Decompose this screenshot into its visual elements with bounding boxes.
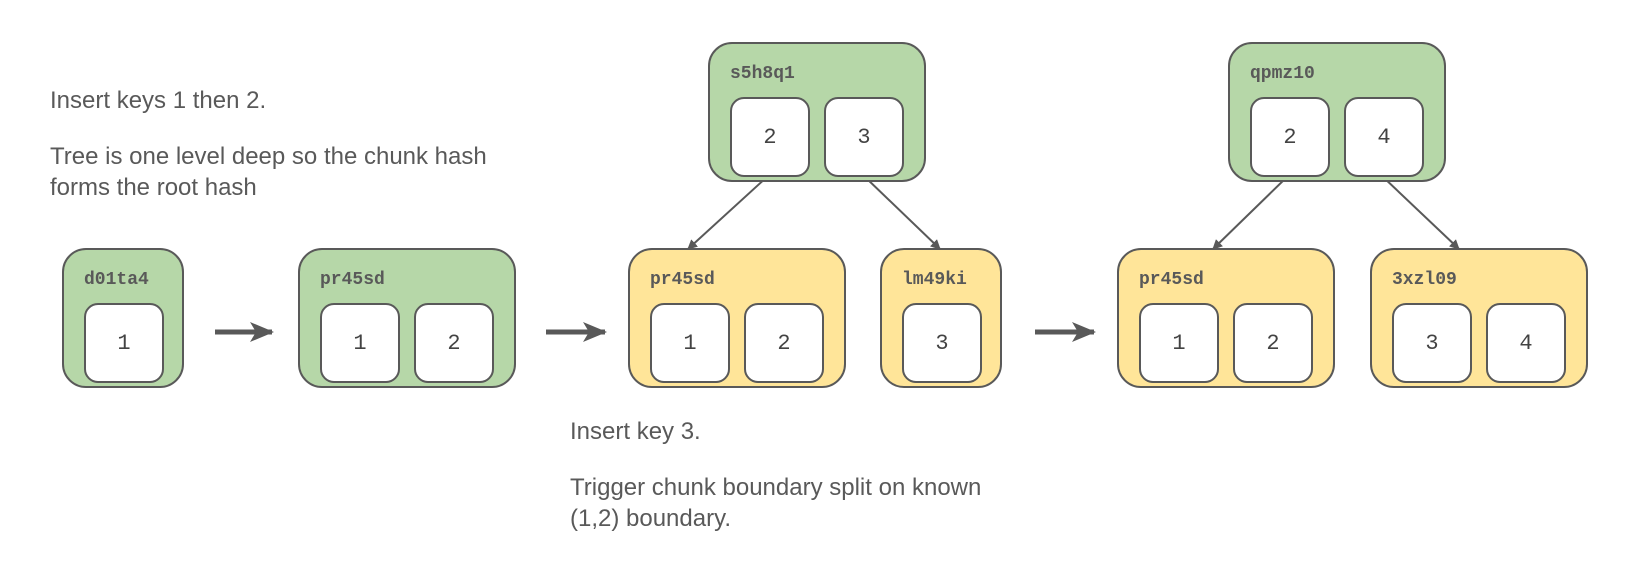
- key-cell: 1: [84, 303, 164, 383]
- key-cell: 4: [1344, 97, 1424, 177]
- key-cell: 3: [1392, 303, 1472, 383]
- split-note-line: Insert key 3.: [570, 418, 701, 445]
- intro-note-line: Tree is one level deep so the chunk hash: [50, 143, 487, 170]
- tree-edge: [1381, 175, 1460, 250]
- chunk-hash: pr45sd: [320, 270, 385, 290]
- key-cell: 1: [320, 303, 400, 383]
- root-node: s5h8q1 2 3: [708, 42, 926, 182]
- intro-note: Insert keys 1 then 2. Tree is one level …: [50, 85, 487, 203]
- root-hash: qpmz10: [1250, 64, 1315, 84]
- key-cell: 2: [414, 303, 494, 383]
- tree-edge: [863, 175, 941, 250]
- key-cell: 2: [744, 303, 824, 383]
- key-cell: 3: [902, 303, 982, 383]
- root-hash: s5h8q1: [730, 64, 795, 84]
- tree-edge: [1212, 175, 1289, 250]
- key-cell: 3: [824, 97, 904, 177]
- split-note-line: (1,2) boundary.: [570, 505, 731, 532]
- key-cell: 1: [650, 303, 730, 383]
- leaf-node: 3xzl09 3 4: [1370, 248, 1588, 388]
- leaf-hash: pr45sd: [1139, 270, 1204, 290]
- split-note-line: Trigger chunk boundary split on known: [570, 474, 982, 501]
- leaf-hash: pr45sd: [650, 270, 715, 290]
- leaf-node: lm49ki 3: [880, 248, 1002, 388]
- key-cell: 2: [730, 97, 810, 177]
- chunk-node: d01ta4 1: [62, 248, 184, 388]
- key-cell: 1: [1139, 303, 1219, 383]
- leaf-hash: lm49ki: [902, 270, 967, 290]
- key-cell: 2: [1233, 303, 1313, 383]
- chunk-hash: d01ta4: [84, 270, 149, 290]
- key-cell: 4: [1486, 303, 1566, 383]
- root-node: qpmz10 2 4: [1228, 42, 1446, 182]
- key-cell: 2: [1250, 97, 1330, 177]
- leaf-node: pr45sd 1 2: [628, 248, 846, 388]
- chunk-node: pr45sd 1 2: [298, 248, 516, 388]
- intro-note-line: forms the root hash: [50, 174, 257, 201]
- leaf-node: pr45sd 1 2: [1117, 248, 1335, 388]
- split-note: Insert key 3. Trigger chunk boundary spl…: [570, 416, 981, 534]
- leaf-hash: 3xzl09: [1392, 270, 1457, 290]
- tree-edge: [687, 175, 769, 250]
- intro-note-line: Insert keys 1 then 2.: [50, 87, 267, 114]
